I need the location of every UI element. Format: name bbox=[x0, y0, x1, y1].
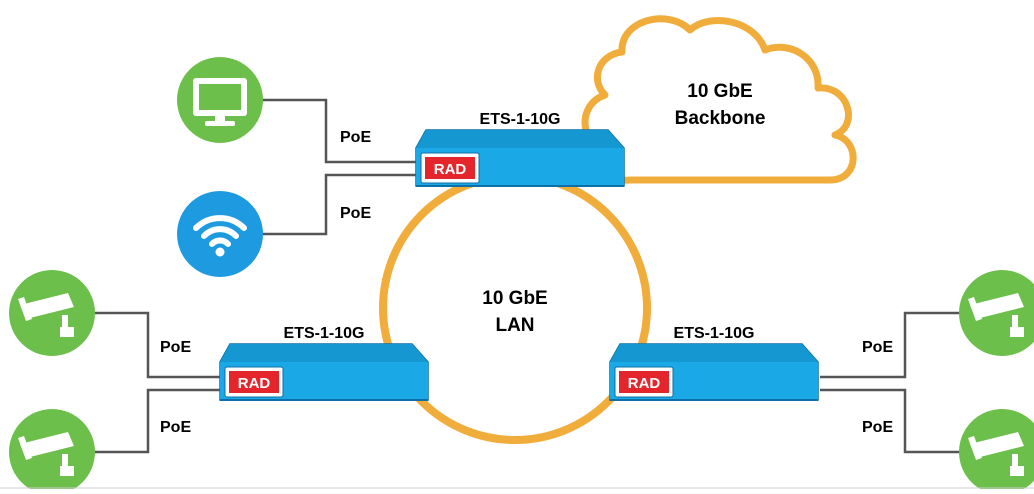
switch-top-label: ETS-1-10G bbox=[480, 111, 561, 128]
rad-logo-right bbox=[619, 371, 669, 393]
switch-right: RAD bbox=[609, 343, 819, 401]
rad-logo-top bbox=[425, 157, 475, 179]
camera-icon-left-bottom bbox=[9, 409, 95, 494]
poe-label-wifi: PoE bbox=[340, 205, 371, 222]
rad-brand-right: RAD bbox=[628, 375, 661, 392]
cloud-label-line1: 10 GbE bbox=[687, 81, 752, 102]
switch-right-label: ETS-1-10G bbox=[674, 325, 755, 342]
cloud-label-line2: Backbone bbox=[675, 108, 766, 129]
connection-lines bbox=[95, 98, 965, 454]
monitor-icon bbox=[177, 57, 263, 143]
switch-left: RAD bbox=[219, 343, 429, 401]
poe-label-cam-left-bottom: PoE bbox=[160, 419, 191, 436]
ring-label-line2: LAN bbox=[495, 315, 534, 336]
camera-icon-left-top bbox=[9, 270, 95, 356]
poe-label-cam-left-top: PoE bbox=[160, 339, 191, 356]
ring-label-line1: 10 GbE bbox=[482, 288, 547, 309]
rad-brand-top: RAD bbox=[434, 161, 467, 178]
poe-label-cam-right-top: PoE bbox=[862, 339, 893, 356]
poe-label-monitor: PoE bbox=[340, 129, 371, 146]
wifi-icon bbox=[177, 191, 263, 277]
camera-icon-right-top bbox=[959, 270, 1034, 356]
rad-brand-left: RAD bbox=[238, 375, 271, 392]
switch-top: RAD bbox=[415, 129, 625, 187]
rad-logo-left bbox=[229, 371, 279, 393]
switch-left-label: ETS-1-10G bbox=[284, 325, 365, 342]
poe-label-cam-right-bottom: PoE bbox=[862, 419, 893, 436]
camera-icon-right-bottom bbox=[959, 409, 1034, 494]
